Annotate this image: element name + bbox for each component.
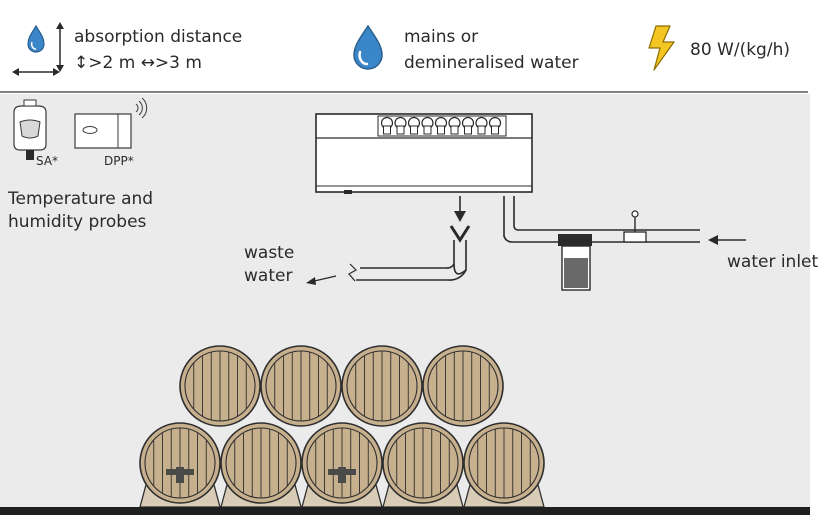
nozzle (380, 116, 394, 135)
water-inlet-label: water inlet (727, 252, 819, 272)
water-filter (558, 234, 592, 291)
waste-arrow (306, 275, 337, 285)
wine-barrel (341, 345, 423, 427)
nozzle (407, 116, 421, 135)
water-inlet-arrow (708, 235, 746, 245)
wine-barrel (220, 422, 302, 504)
wine-barrel (463, 422, 545, 504)
barrel-tap (328, 467, 356, 483)
wine-barrel (260, 345, 342, 427)
nozzle (434, 116, 448, 135)
absorption-distance-title: absorption distance (74, 27, 243, 47)
barrel-stack (139, 345, 545, 508)
nozzle (448, 116, 461, 135)
wine-barrel (179, 345, 261, 427)
nozzle (394, 116, 407, 135)
wine-barrel (139, 422, 221, 504)
waste-water-label-line2: water (244, 266, 293, 286)
water-type-line2: demineralised water (404, 53, 579, 73)
sa-probe-icon (13, 99, 47, 160)
waste-water-label-line1: waste (244, 243, 295, 263)
nozzle (475, 116, 488, 135)
dpp-probe-label: DPP* (104, 154, 134, 168)
wine-barrel (301, 422, 383, 504)
supply-pipe (503, 196, 700, 243)
dpp-probe-icon (74, 113, 132, 149)
absorption-distance-icon (12, 22, 64, 76)
sa-probe-label: SA* (36, 154, 59, 168)
vertical-distance: ↕>2 m (74, 53, 136, 73)
wine-barrel (422, 345, 504, 427)
nozzle (421, 116, 434, 135)
probes-caption-line2: humidity probes (8, 212, 147, 232)
wine-barrel (382, 422, 464, 504)
power-consumption: 80 W/(kg/h) (690, 40, 790, 60)
water-type-line1: mains or (404, 27, 479, 47)
horizontal-distance: ↔>3 m (140, 53, 202, 73)
shutoff-valve (623, 210, 647, 243)
wireless-signal-icon (135, 97, 148, 119)
floor (0, 507, 810, 515)
barrel-tap (166, 467, 194, 483)
lightning-bolt-icon (648, 25, 675, 71)
humidifier-unit (315, 113, 533, 194)
nozzle (461, 116, 475, 135)
nozzle-row (380, 116, 502, 135)
absorption-distance-values: ↕>2 m ↔>3 m (74, 50, 202, 76)
drain-pipe (348, 196, 471, 282)
nozzle (488, 116, 502, 135)
probes-caption-line1: Temperature and (8, 189, 154, 209)
water-drop-icon (353, 24, 383, 70)
